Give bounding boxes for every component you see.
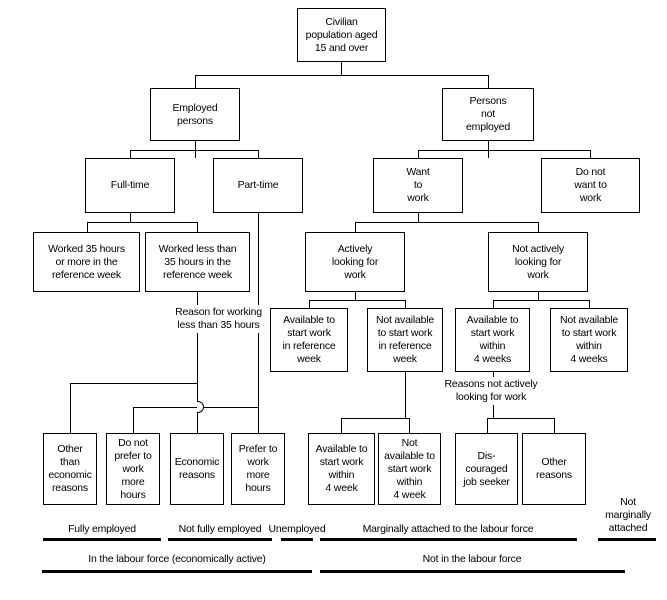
category-label-inlf: In the labour force (economically active… (88, 553, 266, 565)
connector-line (197, 383, 198, 402)
connector-line (309, 300, 406, 301)
category-label-unemployed: Unemployed (268, 523, 326, 535)
node-nowant: Do not want to work (541, 158, 640, 213)
connector-line (554, 418, 555, 433)
connector-line (355, 292, 356, 300)
connector-line (589, 300, 590, 308)
node-avail-4wk-b: Available to start work within 4 week (308, 433, 375, 505)
connector-line (197, 292, 198, 383)
connector-line (130, 213, 131, 222)
connector-line (405, 300, 406, 308)
connector-line (405, 372, 406, 418)
category-line-unemployed (281, 538, 313, 541)
connector-line (197, 412, 198, 433)
category-label-notinlf: Not in the labour force (422, 553, 522, 565)
node-parttime: Part-time (213, 158, 303, 213)
category-line-notinlf (320, 570, 625, 573)
line-hop (197, 401, 204, 413)
connector-line (487, 418, 555, 419)
category-label-notmarginal: Not marginally attached (605, 496, 651, 534)
connector-line (197, 222, 198, 232)
category-label-marginal: Marginally attached to the labour force (362, 523, 534, 535)
category-line-notfully (168, 538, 272, 541)
node-avail-ref: Available to start work in reference wee… (270, 308, 348, 372)
node-civilian: Civilian population aged 15 and over (297, 8, 386, 62)
connector-line (355, 222, 356, 232)
category-label-fully: Fully employed (68, 523, 136, 535)
connector-line (195, 75, 196, 88)
connector-line (130, 150, 259, 151)
connector-line (70, 383, 71, 433)
connector-line (493, 300, 494, 308)
node-fulltime: Full-time (85, 158, 175, 213)
node-employed: Employed persons (150, 88, 240, 141)
node-want: Want to work (373, 158, 463, 213)
node-prefer: Prefer to work more hours (231, 433, 285, 505)
connector-line (341, 62, 342, 75)
node-noprefer: Do not prefer to work more hours (106, 433, 160, 505)
connector-line (87, 222, 198, 223)
connector-line (87, 222, 88, 232)
node-notavail-4wk-b: Not available to start work within 4 wee… (378, 433, 441, 505)
category-line-fully (43, 538, 161, 541)
connector-line (538, 292, 539, 300)
category-label-notfully: Not fully employed (178, 523, 262, 535)
node-notavail-4w: Not available to start work within 4 wee… (550, 308, 628, 372)
node-notavail-ref: Not available to start work in reference… (367, 308, 443, 372)
connector-line (341, 418, 410, 419)
connector-line (309, 300, 310, 308)
node-other-reasons: Other reasons (522, 433, 586, 505)
category-line-inlf (42, 570, 312, 573)
connector-line (538, 222, 539, 232)
connector-line (488, 141, 489, 158)
node-discouraged: Dis- couraged job seeker (455, 433, 518, 505)
node-other-econ: Other than economic reasons (43, 433, 97, 505)
connector-line (493, 300, 590, 301)
node-not-employed: Persons not employed (442, 88, 534, 141)
connector-line (195, 141, 196, 158)
node-econ: Economic reasons (170, 433, 224, 505)
category-line-notmarginal (598, 538, 656, 541)
label-reason-working-less: Reason for working less than 35 hours (148, 305, 289, 333)
node-notactively: Not actively looking for work (488, 232, 588, 292)
connector-line (130, 150, 131, 158)
connector-line (487, 418, 488, 433)
connector-line (418, 150, 591, 151)
connector-line (341, 418, 342, 433)
category-line-marginal (320, 538, 577, 541)
node-actively: Actively looking for work (305, 232, 405, 292)
connector-line (488, 75, 489, 88)
connector-line (195, 75, 489, 76)
connector-line (590, 150, 591, 158)
node-avail-4w: Available to start work within 4 weeks (455, 308, 530, 372)
connector-line (418, 150, 419, 158)
connector-line (355, 222, 539, 223)
connector-line (258, 150, 259, 158)
connector-line (409, 418, 410, 433)
connector-line (133, 407, 259, 408)
connector-line (418, 213, 419, 222)
connector-line (70, 383, 198, 384)
connector-line (133, 407, 134, 433)
node-workedless: Worked less than 35 hours in the referen… (145, 232, 250, 292)
label-reasons-not-actively: Reasons not actively looking for work (421, 377, 561, 405)
node-worked35: Worked 35 hours or more in the reference… (33, 232, 140, 292)
